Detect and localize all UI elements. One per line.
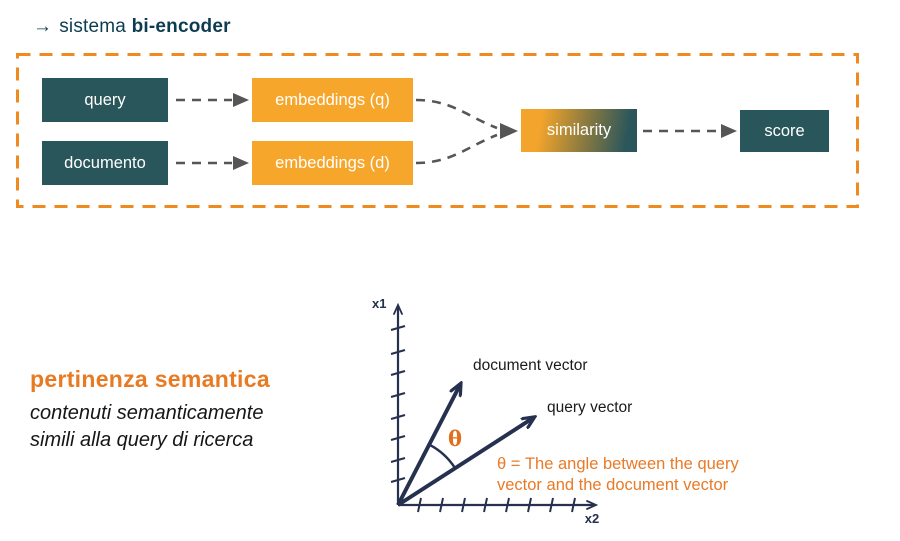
title-normal: sistema	[59, 16, 127, 37]
arrow-embd-similarity	[415, 133, 498, 165]
theta-arc	[428, 443, 457, 469]
y-axis-ticks	[390, 325, 406, 483]
pertinenza-line2: simili alla query di ricerca	[30, 429, 254, 451]
score-box-label: score	[764, 121, 805, 140]
right-arrow-icon: →	[33, 16, 53, 37]
theta-annotation-line2: vector and the document vector	[497, 476, 729, 494]
score-box: score	[740, 110, 829, 152]
pertinenza-line1: contenuti semanticamente	[30, 402, 264, 424]
x-axis-label: x2	[585, 511, 599, 526]
y-axis-label: x1	[372, 296, 386, 311]
arrowhead-score	[721, 124, 737, 138]
arrow-embq-similarity	[415, 98, 498, 130]
page-title: → sistema bi-encoder	[33, 16, 231, 38]
query-vector-label: query vector	[547, 399, 632, 416]
similarity-box: similarity	[521, 109, 637, 152]
documento-box-label: documento	[64, 153, 146, 172]
document-vector	[396, 385, 460, 506]
documento-box: documento	[42, 141, 168, 185]
arrowhead-query-embq	[233, 93, 249, 107]
query-box-label: query	[84, 90, 126, 109]
x-axis-ticks	[417, 497, 576, 513]
theta-annotation-line1: θ = The angle between the query	[497, 455, 739, 473]
query-vector	[396, 418, 533, 507]
pertinenza-heading: pertinenza semantica	[30, 366, 270, 392]
similarity-box-label: similarity	[546, 121, 612, 139]
vector-plot: x1 x2 document vector query vector θ θ =…	[372, 296, 739, 526]
embeddings-d-box: embeddings (d)	[252, 141, 413, 185]
theta-symbol: θ	[448, 426, 462, 451]
query-box: query	[42, 78, 168, 122]
arrowhead-similarity	[500, 123, 518, 139]
embeddings-d-box-label: embeddings (d)	[275, 153, 390, 172]
document-vector-label: document vector	[473, 357, 588, 374]
embeddings-q-box-label: embeddings (q)	[275, 90, 390, 109]
title-bold: bi-encoder	[131, 16, 231, 37]
embeddings-q-box: embeddings (q)	[252, 78, 413, 122]
pertinenza-block: pertinenza semantica contenuti semantica…	[30, 366, 270, 454]
arrowhead-documento-embd	[233, 156, 249, 170]
